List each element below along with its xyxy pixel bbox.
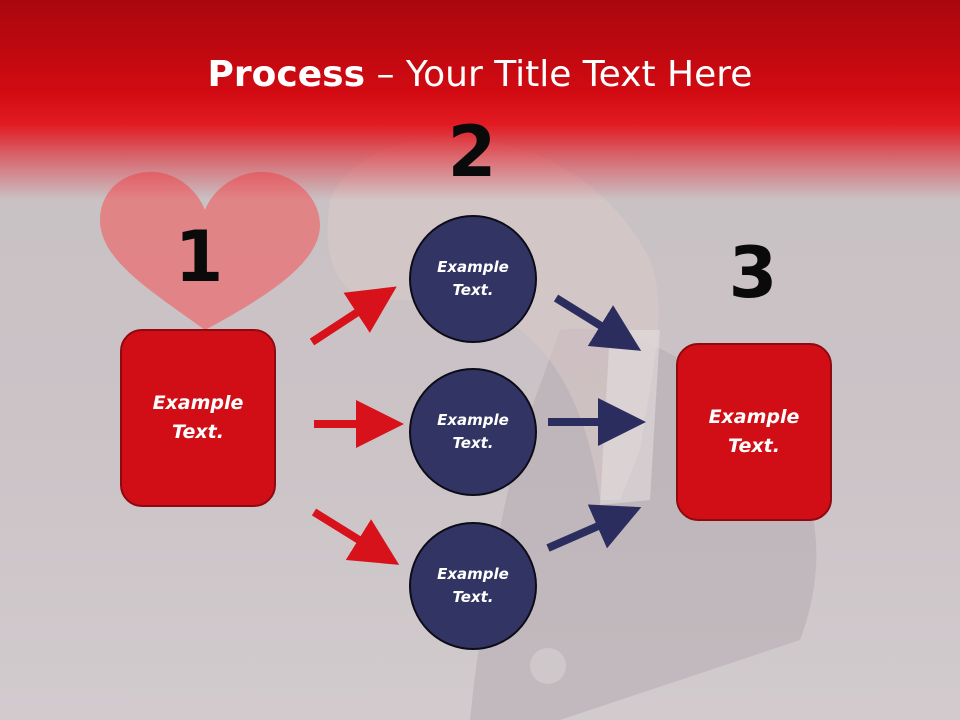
arrow-navy-up <box>546 504 642 552</box>
left-box: Example Text. <box>120 329 276 507</box>
slide-title: Process – Your Title Text Here <box>0 52 960 98</box>
title-rest: – Your Title Text Here <box>365 54 753 95</box>
circle-top-line2: Text. <box>452 281 494 299</box>
left-box-line2: Text. <box>172 421 224 443</box>
step-number-1: 1 <box>174 216 224 298</box>
circle-top-line1: Example <box>437 258 509 276</box>
arrow-red-up <box>309 286 397 346</box>
step-number-2: 2 <box>447 111 497 193</box>
circle-bottom-line1: Example <box>437 565 509 583</box>
circle-middle-line1: Example <box>437 411 509 429</box>
circle-middle-line2: Text. <box>452 434 494 452</box>
circle-top: Example Text. <box>409 215 537 343</box>
circle-middle: Example Text. <box>409 368 537 496</box>
arrow-red-down <box>311 508 400 565</box>
suit-button-icon <box>530 648 566 684</box>
circle-bottom: Example Text. <box>409 522 537 650</box>
heart-icon <box>100 171 320 330</box>
right-box: Example Text. <box>676 343 832 521</box>
right-box-line2: Text. <box>728 435 780 457</box>
title-bold: Process <box>207 54 366 95</box>
header-band <box>0 0 960 200</box>
right-box-line1: Example <box>708 406 800 428</box>
circle-bottom-line2: Text. <box>452 588 494 606</box>
left-box-line1: Example <box>152 392 244 414</box>
step-number-3: 3 <box>728 232 778 314</box>
arrow-navy-down <box>553 294 642 351</box>
